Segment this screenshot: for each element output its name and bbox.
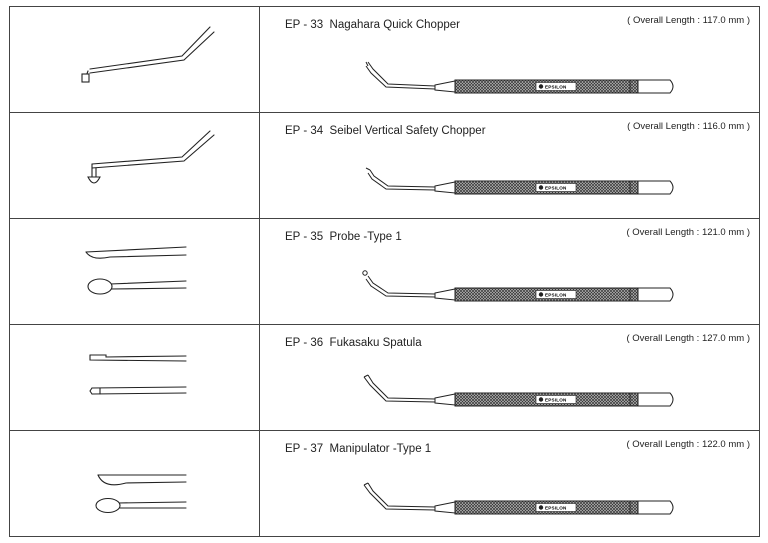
brand-label: EPSILON [545,397,567,402]
brand-plate [535,290,577,299]
instrument-collar [629,180,639,195]
overall-length: ( Overall Length : 117.0 mm ) [627,15,750,26]
instrument-illustration: EPSILON [365,61,674,94]
brand-plate [535,183,577,192]
overall-length: ( Overall Length : 121.0 mm ) [626,227,750,238]
tip-detail-cell [10,219,260,324]
brand-label: EPSILON [545,84,567,89]
instrument-taper [434,501,456,514]
product-code: EP - 37 [285,443,324,455]
brand-logo-icon [538,185,544,190]
instrument-taper [434,393,456,406]
instrument-tip [365,61,436,90]
instrument-tip [363,374,436,403]
product-info-cell: EP - 34 Seibel Vertical Safety Chopper (… [260,113,759,218]
probe-tip-icon [85,246,187,295]
product-row: EP - 36 Fukasaku Spatula ( Overall Lengt… [10,325,759,431]
product-info-cell: EP - 33 Nagahara Quick Chopper ( Overall… [260,7,759,112]
product-code: EP - 34 [285,125,324,137]
instrument-collar [629,500,639,515]
product-row: EP - 35 Probe -Type 1 ( Overall Length :… [10,219,759,325]
instrument-collar [629,287,639,302]
instrument-tip [362,270,436,298]
instrument-illustration: EPSILON [365,167,674,195]
instrument-illustration: EPSILON [362,270,674,302]
brand-logo-icon [538,397,544,402]
overall-length: ( Overall Length : 122.0 mm ) [626,439,750,450]
product-code: EP - 35 [285,231,324,243]
brand-logo-icon [538,84,544,89]
instrument-taper [434,80,456,93]
chopper-tip-icon [81,26,215,83]
product-row: EP - 37 Manipulator -Type 1 ( Overall Le… [10,431,759,536]
tip-detail-cell [10,7,260,112]
product-catalog-table: EP - 33 Nagahara Quick Chopper ( Overall… [9,6,760,537]
instrument-end-cap [637,392,674,407]
product-name: Seibel Vertical Safety Chopper [329,125,486,137]
instrument-tip [365,167,436,191]
brand-label: EPSILON [545,505,567,510]
product-name: Manipulator -Type 1 [329,443,432,455]
product-row: EP - 33 Nagahara Quick Chopper ( Overall… [10,7,759,113]
instrument-illustration: EPSILON [363,374,674,407]
brand-logo-icon [538,505,544,510]
spatula-tip-icon [89,354,187,395]
instrument-tip [363,482,436,511]
product-name: Probe -Type 1 [329,231,402,243]
overall-length: ( Overall Length : 127.0 mm ) [626,333,750,344]
product-name: Fukasaku Spatula [329,337,422,349]
brand-label: EPSILON [545,292,567,297]
hook-chopper-tip-icon [87,130,215,184]
product-info-cell: EP - 36 Fukasaku Spatula ( Overall Lengt… [260,325,759,430]
instrument-illustration: EPSILON [363,482,674,515]
brand-plate [535,395,577,404]
tip-detail-cell [10,113,260,218]
product-info-cell: EP - 35 Probe -Type 1 ( Overall Length :… [260,219,759,324]
overall-length: ( Overall Length : 116.0 mm ) [627,121,750,132]
tip-detail-cell [10,325,260,430]
instrument-end-cap [637,500,674,515]
brand-logo-icon [538,292,544,297]
brand-plate [535,82,577,91]
instrument-taper [434,181,456,194]
brand-plate [535,503,577,512]
product-row: EP - 34 Seibel Vertical Safety Chopper (… [10,113,759,219]
instrument-end-cap [637,287,674,302]
instrument-taper [434,288,456,301]
product-info-cell: EP - 37 Manipulator -Type 1 ( Overall Le… [260,431,759,536]
product-name: Nagahara Quick Chopper [329,19,460,31]
instrument-end-cap [637,79,674,94]
product-code: EP - 33 [285,19,324,31]
instrument-end-cap [637,180,674,195]
product-code: EP - 36 [285,337,324,349]
brand-label: EPSILON [545,185,567,190]
tip-detail-cell [10,431,260,536]
instrument-collar [629,79,639,94]
instrument-collar [629,392,639,407]
manipulator-tip-icon [95,474,187,514]
